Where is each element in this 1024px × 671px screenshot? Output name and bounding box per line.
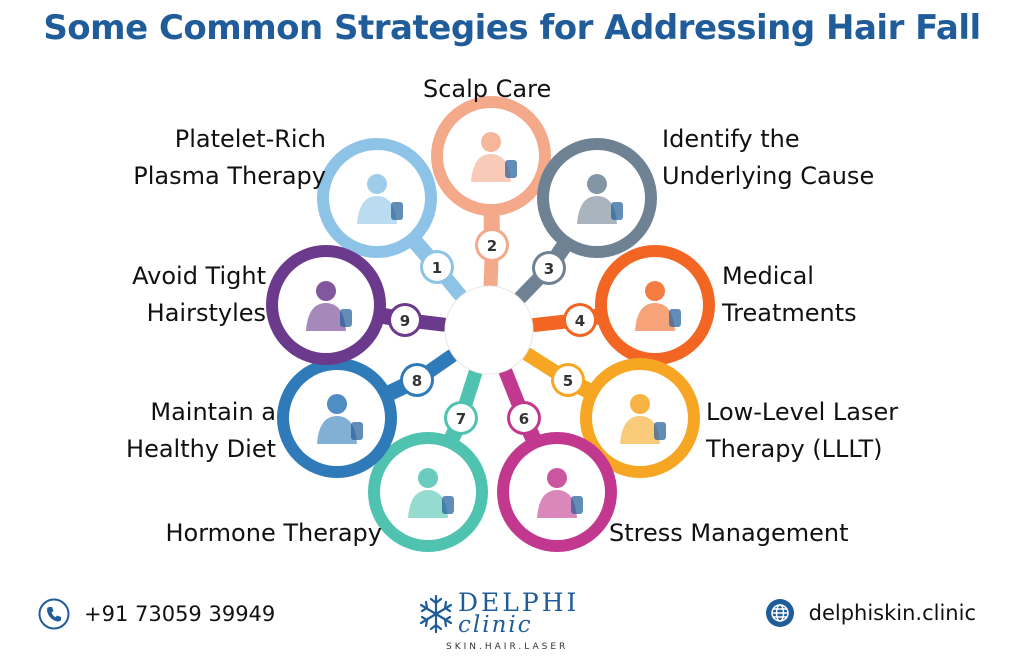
laser-therapy-icon (620, 394, 666, 444)
page-title: Some Common Strategies for Addressing Ha… (43, 8, 981, 48)
badge-number-5: 5 (563, 372, 573, 390)
badge-number-1: 1 (432, 259, 442, 277)
hormone-vials-icon (408, 468, 454, 518)
badge-number-7: 7 (456, 410, 466, 428)
badge-8 (403, 366, 431, 394)
label-3-line-1: Identify the (662, 125, 800, 153)
label-9-line-1: Avoid Tight (132, 262, 266, 290)
scalp-care-icon (471, 132, 517, 182)
center-hub (444, 285, 534, 375)
logo-name-line-2: clinic (458, 612, 533, 638)
logo-name-line-1: DELPHI (458, 588, 580, 617)
label-1: Platelet-Rich Plasma Therapy (133, 121, 326, 195)
label-2-line-1: Scalp Care (423, 75, 552, 103)
globe-icon (765, 599, 794, 627)
healthy-diet-icon (317, 394, 363, 444)
label-2: Scalp Care (423, 71, 551, 108)
label-6-line-1: Stress Management (609, 519, 849, 547)
label-1-line-1: Platelet-Rich (174, 125, 326, 153)
phone-number: +91 73059 39949 (84, 602, 276, 626)
scratching-person-icon (577, 174, 623, 224)
badge-5 (554, 366, 582, 394)
label-4-line-2: Treatments (722, 299, 857, 327)
label-9-line-2: Hairstyles (146, 299, 266, 327)
medicine-icon (635, 281, 681, 331)
badge-number-3: 3 (544, 260, 554, 278)
snowflake-logo-icon (419, 594, 453, 634)
label-8-line-1: Maintain a (150, 398, 276, 426)
badge-9 (391, 306, 419, 334)
label-3: Identify the Underlying Cause (662, 121, 874, 195)
label-8-line-2: Healthy Diet (126, 435, 276, 463)
label-5-line-2: Therapy (LLLT) (706, 435, 883, 463)
label-4: Medical Treatments (722, 258, 857, 332)
badge-3 (535, 254, 563, 282)
phone-icon (38, 598, 70, 630)
badge-6 (510, 404, 538, 432)
logo-tagline: SKIN.HAIR.LASER (446, 642, 569, 652)
label-6: Stress Management (609, 515, 848, 552)
badge-number-8: 8 (412, 372, 422, 390)
footer-phone[interactable]: +91 73059 39949 (38, 598, 275, 630)
badge-number-9: 9 (400, 312, 410, 330)
prp-treatment-icon (357, 174, 403, 224)
footer-website[interactable]: delphiskin.clinic (765, 598, 976, 628)
badge-number-2: 2 (487, 237, 497, 255)
label-3-line-2: Underlying Cause (662, 162, 875, 190)
badge-2 (478, 231, 506, 259)
badge-7 (447, 404, 475, 432)
label-7: Hormone Therapy (166, 515, 383, 552)
badge-4 (566, 306, 594, 334)
label-1-line-2: Plasma Therapy (133, 162, 326, 190)
hair-bun-icon (306, 281, 352, 331)
label-4-line-1: Medical (722, 262, 814, 290)
stressed-person-icon (537, 468, 583, 518)
label-5: Low-Level Laser Therapy (LLLT) (706, 394, 898, 468)
label-5-line-1: Low-Level Laser (706, 398, 899, 426)
badge-number-6: 6 (519, 410, 529, 428)
website-url: delphiskin.clinic (808, 601, 976, 625)
clinic-logo: DELPHI clinic SKIN.HAIR.LASER (418, 588, 608, 658)
label-8: Maintain a Healthy Diet (126, 394, 276, 468)
badge-number-4: 4 (575, 312, 585, 330)
strategy-circles: 1 2 3 4 5 6 7 8 9 (266, 96, 715, 552)
label-9: Avoid Tight Hairstyles (132, 258, 266, 332)
badge-1 (423, 253, 451, 281)
label-7-line-1: Hormone Therapy (165, 519, 383, 547)
